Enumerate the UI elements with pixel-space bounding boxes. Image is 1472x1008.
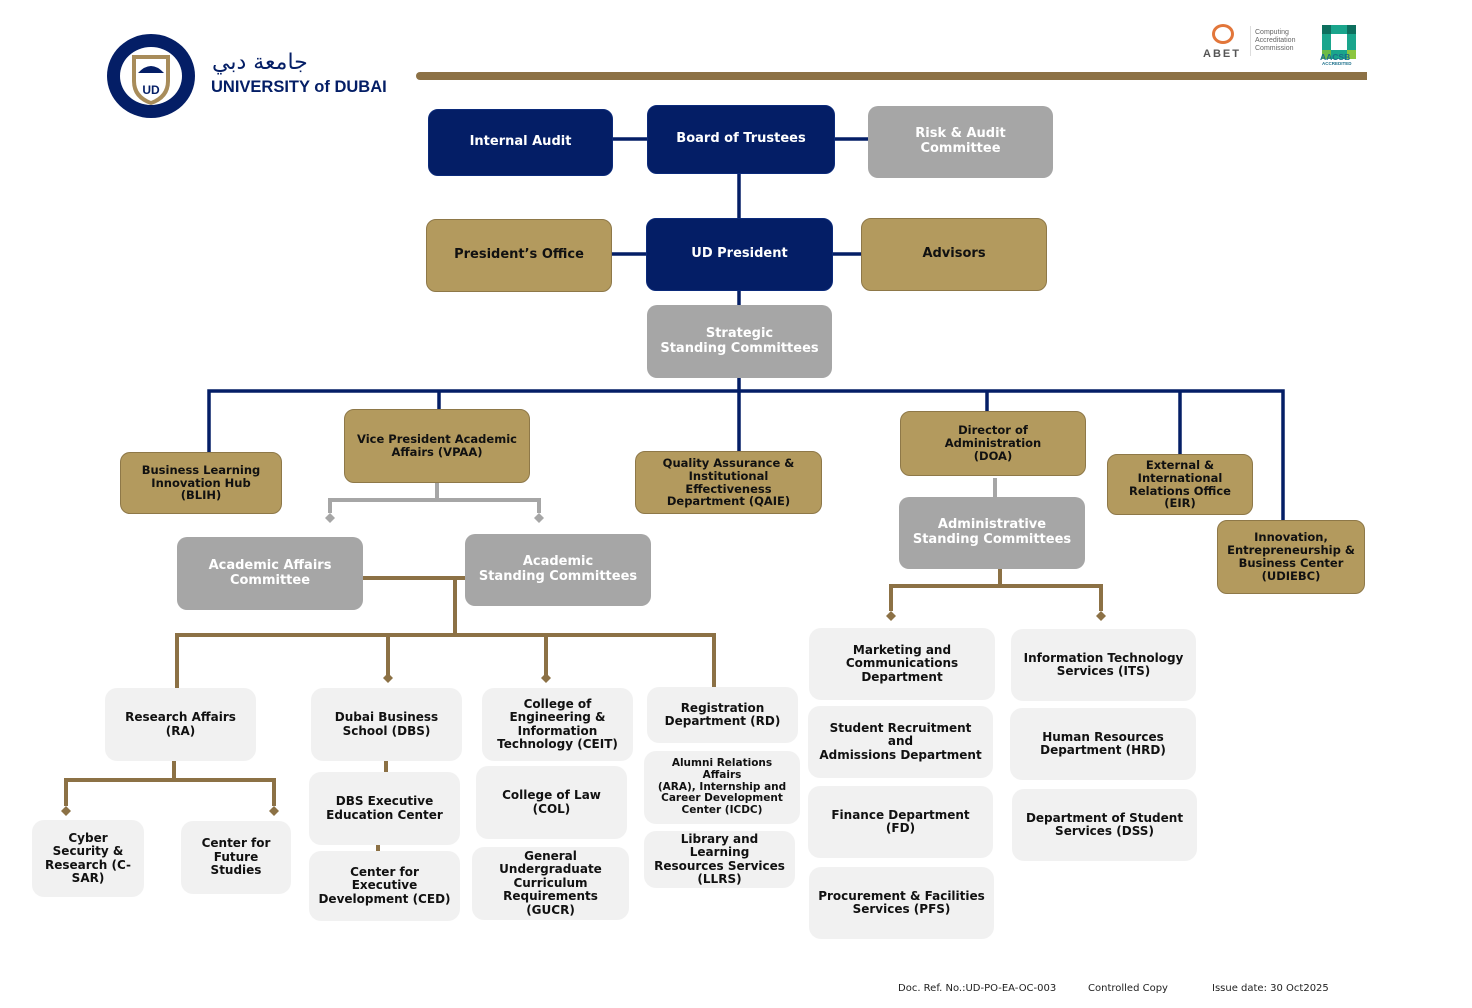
node-internal-audit: Internal Audit [428,109,613,176]
abet-wordmark: ABET [1203,48,1241,60]
node-gucr: General Undergraduate Curriculum Require… [472,847,629,920]
connector-admin-children [889,584,1103,611]
node-board-of-trustees: Board of Trustees [647,105,835,174]
node-llrs: Library and Learning Resources Services … [644,831,795,888]
university-seal-logo: UD [107,34,195,118]
abet-logo: ABET [1200,22,1260,64]
arrow-diamond [534,513,544,523]
node-advisors: Advisors [861,218,1047,291]
node-dss: Department of Student Services (DSS) [1012,789,1197,861]
university-name-arabic: جامعة دبي [212,50,308,75]
node-student-recruitment: Student Recruitment and Admissions Depar… [808,706,993,778]
arrow-diamond [383,673,393,683]
arrow-diamond [541,673,551,683]
aacsb-subtitle: ACCREDITED [1322,61,1352,66]
node-doa: Director of Administration (DOA) [900,411,1086,476]
node-procurement-facilities: Procurement & Facilities Services (PFS) [809,867,994,939]
doc-ref-number: Doc. Ref. No.:UD-PO-EA-OC-003 [898,983,1057,994]
copy-status: Controlled Copy [1088,983,1168,994]
node-marketing-communications: Marketing and Communications Department [809,628,995,700]
node-ceit: College of Engineering & Information Tec… [482,688,633,761]
connector-vpaa-committees [328,498,541,513]
header-divider-bar [416,72,1367,80]
abet-description: Computing Accreditation Commission [1255,29,1296,53]
node-qaie: Quality Assurance & Institutional Effect… [635,451,822,514]
node-academic-affairs-committee: Academic Affairs Committee [177,537,363,610]
connector-ra-children [64,778,276,806]
university-name: UNIVERSITY of DUBAI [211,78,387,96]
node-college-of-law: College of Law (COL) [476,766,627,839]
node-finance-department: Finance Department (FD) [808,786,993,858]
seal-initials: UD [142,83,160,97]
aacsb-logo-icon [1322,25,1356,59]
node-eir: External & International Relations Offic… [1107,454,1253,515]
node-strategic-standing-committees: Strategic Standing Committees [647,305,832,378]
logo-divider [1250,26,1251,56]
node-udiebc: Innovation, Entrepreneurship & Business … [1217,520,1365,594]
arrow-diamond [269,806,279,816]
node-vpaa: Vice President Academic Affairs (VPAA) [344,409,530,483]
node-hrd: Human Resources Department (HRD) [1010,708,1196,780]
arrow-diamond [1096,611,1106,621]
aacsb-wordmark: AACSB [1320,52,1351,62]
node-academic-standing-committees: Academic Standing Committees [465,534,651,606]
node-research-affairs: Research Affairs (RA) [105,688,256,761]
node-risk-audit-committee: Risk & Audit Committee [868,106,1053,178]
connector-academic-bus [175,633,716,689]
node-dbs-executive-education: DBS Executive Education Center [309,772,460,845]
connector-main-bus [207,389,1285,521]
node-registration-department: Registration Department (RD) [647,687,798,743]
node-ara-icdc: Alumni Relations Affairs (ARA), Internsh… [644,751,800,824]
node-blih: Business Learning Innovation Hub (BLIH) [120,452,282,514]
abet-ring-icon [1212,24,1234,44]
node-center-future-studies: Center for Future Studies [181,821,291,894]
node-presidents-office: President’s Office [426,219,612,292]
node-its: Information Technology Services (ITS) [1011,629,1196,701]
arrow-diamond [61,806,71,816]
issue-date: Issue date: 30 Oct2025 [1212,983,1329,994]
node-administrative-standing-committees: Administrative Standing Committees [899,497,1085,569]
node-ud-president: UD President [646,218,833,291]
node-ced: Center for Executive Development (CED) [309,851,460,921]
arrow-diamond [886,611,896,621]
node-dbs: Dubai Business School (DBS) [311,688,462,761]
node-csar: Cyber Security & Research (C- SAR) [32,820,144,897]
arrow-diamond [325,513,335,523]
